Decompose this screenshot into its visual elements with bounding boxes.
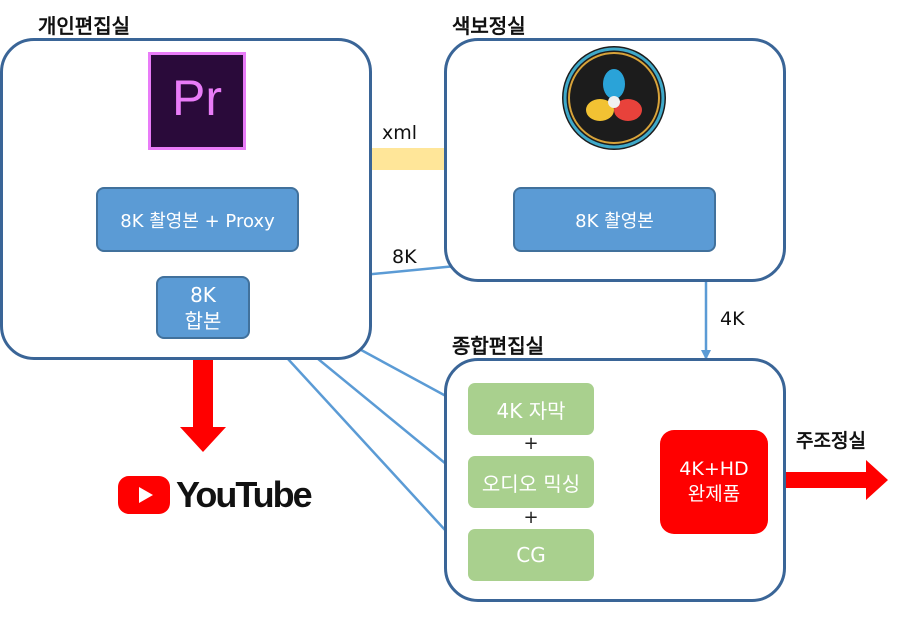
merge-box-line1: 8K bbox=[190, 282, 216, 307]
youtube-play-icon bbox=[118, 476, 170, 514]
cg-box: CG bbox=[468, 529, 594, 581]
personal-source-box: 8K 촬영본 + Proxy bbox=[96, 187, 299, 252]
premiere-logo-text: Pr bbox=[172, 70, 222, 126]
xml-label: xml bbox=[382, 122, 418, 144]
youtube-wordmark: YouTube bbox=[176, 474, 313, 515]
merge-8k-box: 8K 합본 bbox=[156, 276, 250, 339]
master-room-title: 종합편집실 bbox=[452, 334, 544, 358]
davinci-resolve-icon bbox=[562, 46, 666, 150]
audio-mixing-box: 오디오 믹싱 bbox=[468, 456, 594, 508]
final-box-line2: 완제품 bbox=[687, 483, 741, 505]
resolve-petals-icon bbox=[563, 47, 665, 149]
subtitle-4k-box: 4K 자막 bbox=[468, 383, 594, 435]
personal-room-title: 개인편집실 bbox=[38, 14, 130, 38]
plus-sign-2: + bbox=[523, 507, 539, 528]
final-product-box: 4K+HD 완제품 bbox=[660, 430, 768, 534]
adobe-premiere-icon: Pr bbox=[148, 52, 246, 150]
to-master-control-arrow bbox=[776, 460, 888, 500]
master-control-label: 주조정실 bbox=[796, 430, 866, 452]
back-8k-label: 8K bbox=[392, 246, 417, 268]
down-4k-label: 4K bbox=[720, 308, 745, 330]
cg-to-merge-arrow bbox=[252, 320, 469, 556]
color-room-title: 색보정실 bbox=[452, 14, 526, 38]
plus-sign-1: + bbox=[523, 433, 539, 454]
play-triangle-icon bbox=[139, 487, 153, 503]
merge-box-line2: 합본 bbox=[184, 308, 222, 333]
final-box-line1: 4K+HD bbox=[679, 458, 749, 480]
to-youtube-arrow bbox=[180, 340, 226, 452]
color-source-box: 8K 촬영본 bbox=[513, 187, 716, 252]
